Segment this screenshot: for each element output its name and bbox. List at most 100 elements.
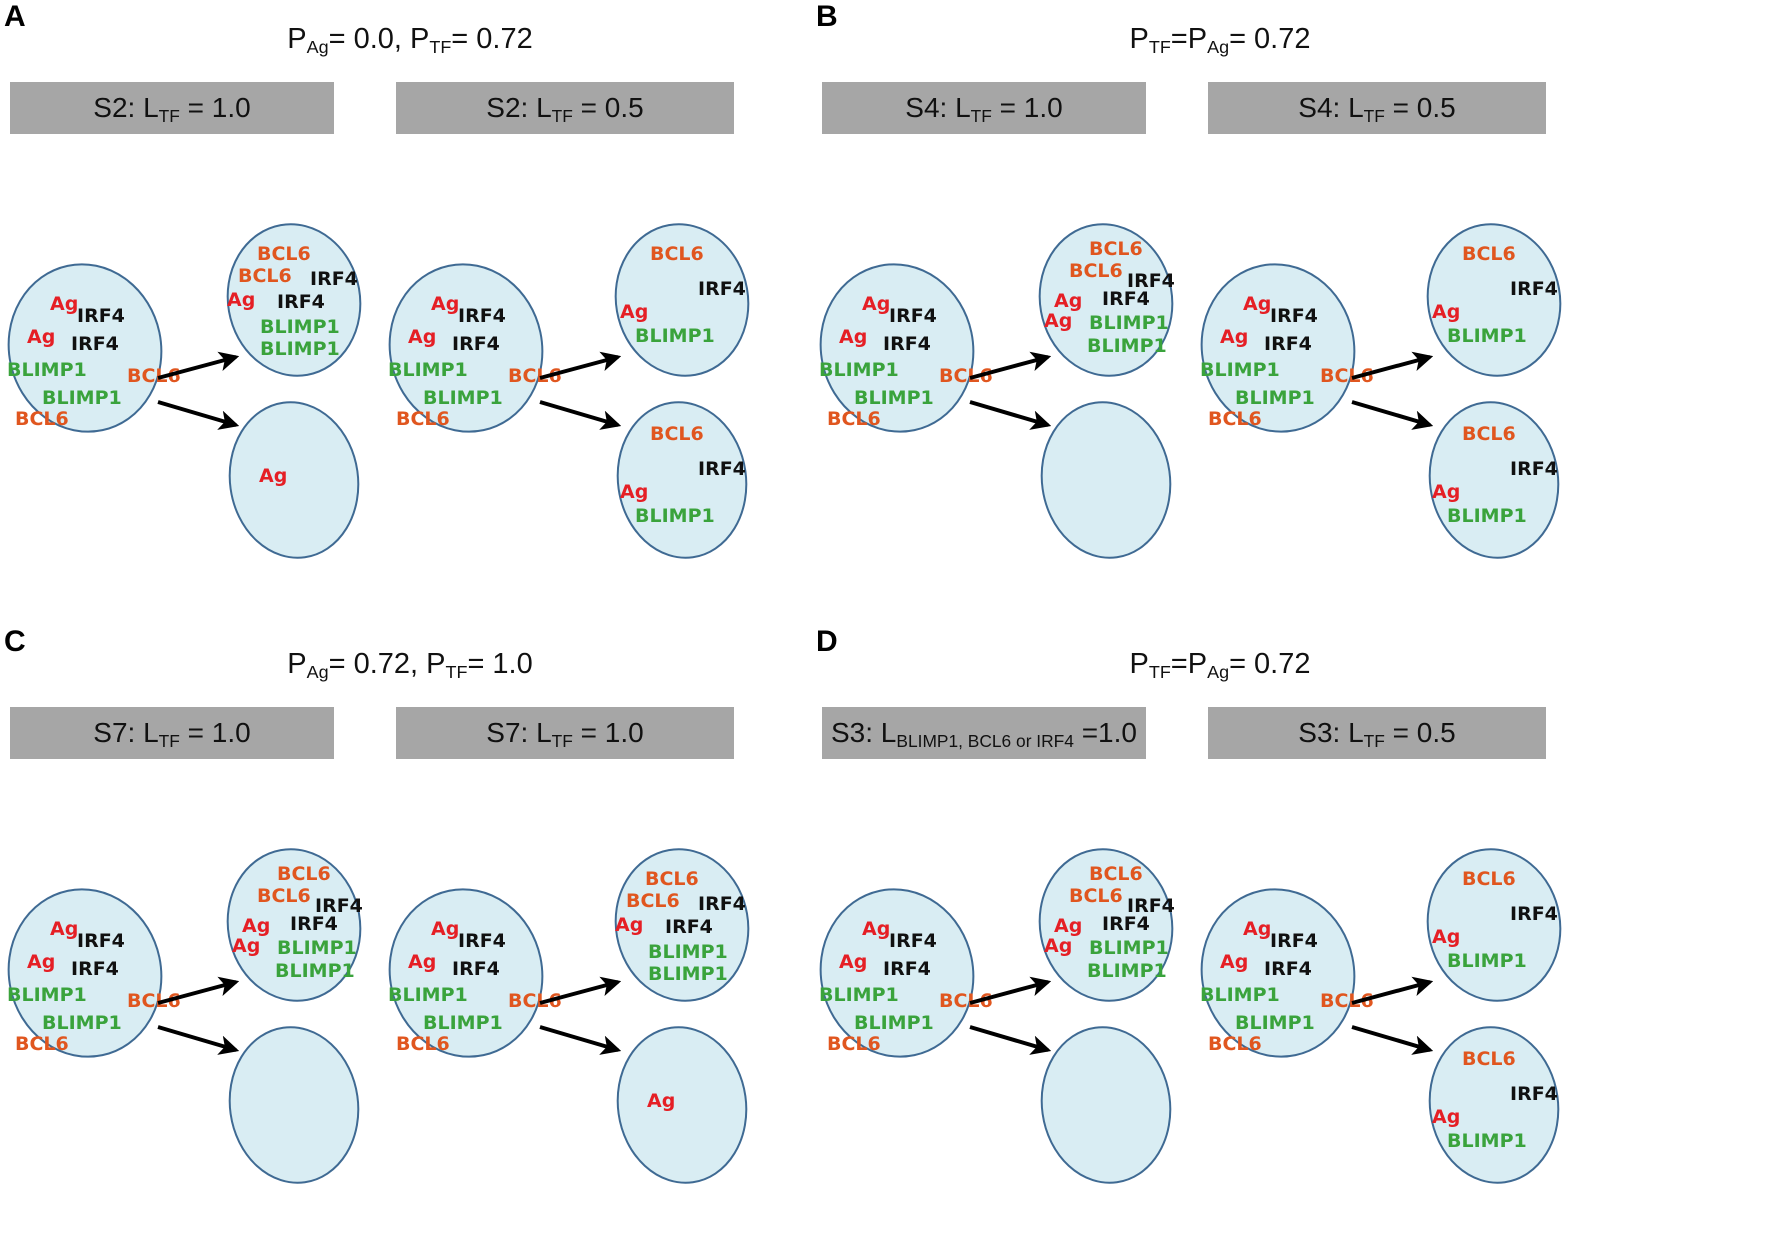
daughter-cell-bottom (1040, 401, 1172, 559)
molecule-blimp1: BLIMP1 (423, 387, 503, 409)
molecule-bcl6: BCL6 (277, 863, 331, 885)
molecule-bcl6: BCL6 (1089, 863, 1143, 885)
molecule-blimp1: BLIMP1 (819, 359, 899, 381)
molecule-bcl6: BCL6 (1462, 868, 1516, 890)
panel-title-part: TF (429, 37, 451, 57)
molecule-bcl6: BCL6 (650, 423, 704, 445)
panel-title-part: P (287, 648, 306, 680)
division-arrow-top (539, 351, 622, 380)
scenario-label: S4: LTF = 0.5 (1298, 92, 1455, 126)
panel-title-part: = 1.0 (467, 648, 532, 680)
scenario-banner (396, 707, 734, 759)
scenario-banner (1208, 82, 1546, 134)
molecule-bcl6: BCL6 (257, 243, 311, 265)
panel-label: D (816, 625, 838, 658)
panel-title-part: TF (1149, 662, 1171, 682)
scenario-label: S2: LTF = 1.0 (93, 92, 250, 126)
molecule-blimp1: BLIMP1 (423, 1012, 503, 1034)
scenario-banner (822, 707, 1146, 759)
division-arrow-bottom (157, 400, 240, 430)
molecule-blimp1: BLIMP1 (854, 1012, 934, 1034)
scenario-label-part: S3: L (831, 717, 896, 748)
molecule-ag: Ag (1243, 293, 1271, 315)
daughter-cell-top (1038, 848, 1174, 1002)
scenario-label-part: TF (1364, 106, 1385, 126)
scenario-label-part: S4: L (905, 92, 970, 123)
molecule-bcl6: BCL6 (939, 365, 993, 387)
molecule-ag: Ag (1220, 951, 1248, 973)
molecule-bcl6: BCL6 (1208, 408, 1262, 430)
molecule-blimp1: BLIMP1 (1087, 960, 1167, 982)
molecule-ag: Ag (839, 326, 867, 348)
molecule-irf4: IRF4 (698, 458, 746, 480)
molecule-ag: Ag (50, 293, 78, 315)
scenario-label-part: TF (971, 106, 992, 126)
division-arrow-bottom (1351, 1025, 1434, 1055)
panel-title-part: P (287, 23, 306, 55)
scenario-label: S7: LTF = 1.0 (486, 717, 643, 751)
molecule-irf4: IRF4 (458, 305, 506, 327)
scenario-label-part: S4: L (1298, 92, 1363, 123)
molecule-ag: Ag (242, 915, 270, 937)
molecule-blimp1: BLIMP1 (388, 984, 468, 1006)
molecule-ag: Ag (259, 465, 287, 487)
scenario-label-part: = 0.5 (1385, 717, 1456, 748)
mother-cell (388, 263, 544, 433)
panel-title-part: TF (1149, 37, 1171, 57)
scenario-label-part: = 0.5 (1385, 92, 1456, 123)
division-arrow-bottom (1351, 400, 1434, 430)
molecule-irf4: IRF4 (1270, 930, 1318, 952)
scenario-label-part: TF (552, 106, 573, 126)
molecule-blimp1: BLIMP1 (1087, 335, 1167, 357)
molecule-bcl6: BCL6 (827, 1033, 881, 1055)
molecule-ag: Ag (1432, 1106, 1460, 1128)
mother-cell (1200, 888, 1356, 1058)
molecule-bcl6: BCL6 (1462, 1048, 1516, 1070)
molecule-ag: Ag (1432, 481, 1460, 503)
molecule-blimp1: BLIMP1 (648, 963, 728, 985)
molecule-irf4: IRF4 (1127, 270, 1175, 292)
panel-title-part: Ag (1207, 662, 1229, 682)
panel-title-part: = 0.72 (1229, 648, 1310, 680)
molecule-irf4: IRF4 (71, 333, 119, 355)
molecule-blimp1: BLIMP1 (1089, 312, 1169, 334)
molecule-ag: Ag (408, 951, 436, 973)
panel-title-part: TF (445, 662, 467, 682)
molecule-blimp1: BLIMP1 (819, 984, 899, 1006)
scenario-label-part: S7: L (93, 717, 158, 748)
molecule-ag: Ag (1044, 310, 1072, 332)
molecule-irf4: IRF4 (277, 291, 325, 313)
scenario-label-part: TF (159, 106, 180, 126)
daughter-cell-bottom (228, 401, 360, 559)
molecule-blimp1: BLIMP1 (1089, 937, 1169, 959)
molecule-irf4: IRF4 (1102, 288, 1150, 310)
scenario-label-part: = 0.5 (573, 92, 644, 123)
scenario-label-part: =1.0 (1074, 717, 1137, 748)
molecule-ag: Ag (227, 289, 255, 311)
molecule-ag: Ag (647, 1090, 675, 1112)
molecule-irf4: IRF4 (1270, 305, 1318, 327)
molecule-ag: Ag (839, 951, 867, 973)
molecule-irf4: IRF4 (698, 893, 746, 915)
scenario-label: S3: LTF = 0.5 (1298, 717, 1455, 751)
daughter-cell-bottom (228, 1026, 360, 1184)
daughter-cell-top (226, 848, 362, 1002)
panel-title-part: P (1130, 648, 1149, 680)
mother-cell (7, 263, 163, 433)
molecule-bcl6: BCL6 (1320, 365, 1374, 387)
division-arrow-bottom (969, 400, 1052, 430)
scenario-label: S4: LTF = 1.0 (905, 92, 1062, 126)
molecule-ag: Ag (1243, 918, 1271, 940)
scenario-label-part: TF (159, 731, 180, 751)
molecule-blimp1: BLIMP1 (42, 387, 122, 409)
molecule-bcl6: BCL6 (650, 243, 704, 265)
scenario-label-part: TF (552, 731, 573, 751)
